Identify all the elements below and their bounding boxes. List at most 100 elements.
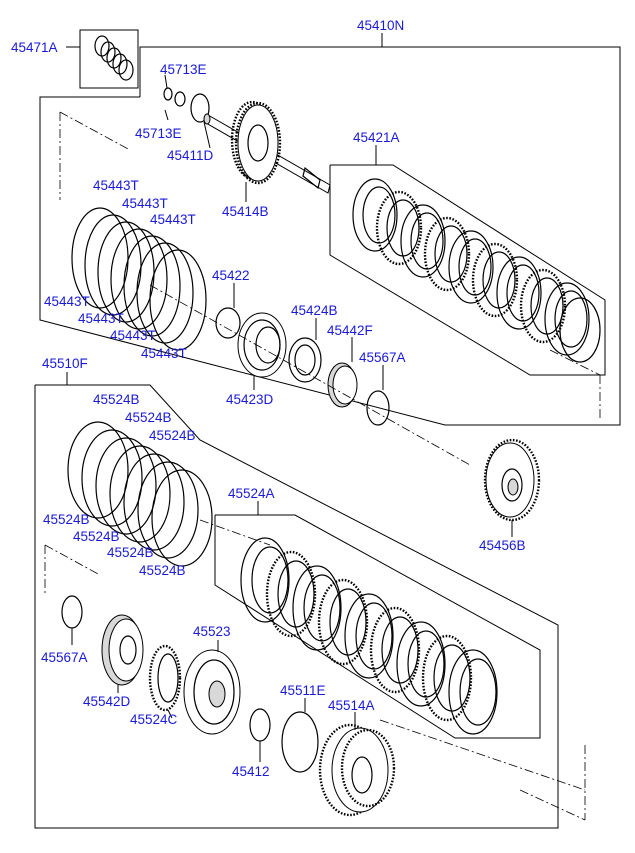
label-45424B[interactable]: 45424B bbox=[291, 303, 338, 318]
snap-ring bbox=[149, 249, 207, 351]
spring-retainer-45424B[interactable] bbox=[288, 318, 322, 383]
label-45524B-2[interactable]: 45524B bbox=[125, 410, 172, 425]
friction-disc bbox=[421, 634, 473, 722]
hub-45514A[interactable] bbox=[318, 712, 396, 817]
label-45524B-4[interactable]: 45524B bbox=[43, 512, 90, 527]
disc-inner-edge bbox=[355, 602, 393, 670]
clutch-pack-45421A[interactable] bbox=[329, 145, 606, 376]
steel-plate bbox=[292, 565, 342, 651]
friction-disc bbox=[471, 242, 519, 318]
disc-inner-edge bbox=[554, 290, 588, 348]
label-45542D[interactable]: 45542D bbox=[83, 694, 131, 709]
snap-ring bbox=[71, 207, 129, 309]
spring-45524C[interactable] bbox=[148, 644, 182, 719]
plate-45442F[interactable] bbox=[327, 337, 358, 408]
snap-ring bbox=[84, 214, 142, 316]
lower-assembly-frame bbox=[34, 372, 559, 829]
o-ring-45411D[interactable] bbox=[190, 93, 211, 149]
label-45443T-3[interactable]: 45443T bbox=[150, 212, 196, 227]
friction-disc bbox=[265, 550, 317, 638]
ring-45422[interactable] bbox=[215, 283, 241, 339]
friction-disc bbox=[317, 578, 369, 666]
label-45423D[interactable]: 45423D bbox=[226, 392, 274, 407]
label-45510F[interactable]: 45510F bbox=[42, 356, 88, 371]
steel-plate bbox=[344, 593, 394, 679]
steel-plate bbox=[544, 282, 590, 356]
label-45524B-6[interactable]: 45524B bbox=[107, 545, 154, 560]
snap-ring-45567A-top[interactable] bbox=[366, 365, 390, 426]
steel-plate bbox=[400, 204, 446, 278]
label-45456B[interactable]: 45456B bbox=[479, 538, 526, 553]
label-45523[interactable]: 45523 bbox=[193, 624, 231, 639]
steel-plate bbox=[352, 178, 398, 252]
label-45412[interactable]: 45412 bbox=[232, 764, 270, 779]
label-45511E[interactable]: 45511E bbox=[280, 683, 326, 698]
snap-ring bbox=[109, 445, 171, 543]
steel-plate bbox=[448, 230, 494, 304]
label-45443T-6[interactable]: 45443T bbox=[110, 328, 156, 343]
piston-45423D[interactable] bbox=[237, 312, 287, 390]
snap-ring-45567A-bottom[interactable] bbox=[61, 595, 83, 645]
label-45443T-2[interactable]: 45443T bbox=[122, 196, 168, 211]
disc-inner-edge bbox=[433, 644, 471, 712]
label-45524C[interactable]: 45524C bbox=[130, 712, 178, 727]
friction-disc bbox=[375, 190, 423, 266]
label-45414B[interactable]: 45414B bbox=[222, 204, 269, 219]
disc-inner-edge bbox=[303, 574, 341, 642]
disc-inner-edge bbox=[329, 588, 367, 656]
disc-inner-edge bbox=[381, 616, 419, 684]
snap-ring bbox=[67, 421, 129, 519]
label-45524B-5[interactable]: 45524B bbox=[73, 529, 120, 544]
snap-ring bbox=[151, 469, 213, 567]
label-45410N[interactable]: 45410N bbox=[357, 18, 404, 33]
snap-ring bbox=[97, 221, 155, 323]
label-45422[interactable]: 45422 bbox=[212, 268, 250, 283]
spring-pack-45471A[interactable] bbox=[66, 29, 139, 89]
label-45421A[interactable]: 45421A bbox=[353, 130, 400, 145]
snap-ring bbox=[123, 453, 185, 551]
label-45567A-bottom[interactable]: 45567A bbox=[41, 650, 88, 665]
label-45514A[interactable]: 45514A bbox=[328, 698, 375, 713]
steel-plate bbox=[496, 256, 542, 330]
snap-ring-45713E[interactable] bbox=[163, 74, 186, 121]
label-45524B-1[interactable]: 45524B bbox=[93, 392, 140, 407]
friction-disc bbox=[423, 216, 471, 292]
label-45443T-1[interactable]: 45443T bbox=[93, 178, 139, 193]
o-ring-45511E[interactable] bbox=[281, 698, 319, 773]
label-45713E-a[interactable]: 45713E bbox=[160, 62, 207, 77]
label-45411D[interactable]: 45411D bbox=[167, 148, 214, 163]
snap-ring bbox=[136, 242, 194, 344]
label-45442F[interactable]: 45442F bbox=[327, 323, 373, 338]
snap-ring-set-45524B[interactable] bbox=[67, 421, 213, 567]
snap-ring bbox=[123, 235, 181, 337]
label-45471A[interactable]: 45471A bbox=[11, 40, 58, 55]
label-45524B-7[interactable]: 45524B bbox=[139, 563, 186, 578]
disc-inner-edge bbox=[459, 658, 497, 726]
disc-inner-edge bbox=[277, 560, 315, 628]
plate-45542D[interactable] bbox=[101, 614, 144, 693]
label-45524B-3[interactable]: 45524B bbox=[149, 428, 196, 443]
snap-ring bbox=[81, 429, 143, 527]
drum-45456B[interactable] bbox=[483, 438, 541, 537]
friction-disc bbox=[519, 268, 567, 344]
label-45443T-4[interactable]: 45443T bbox=[44, 294, 90, 309]
label-45567A-top[interactable]: 45567A bbox=[359, 350, 406, 365]
label-45713E-b[interactable]: 45713E bbox=[135, 126, 182, 141]
snap-ring bbox=[110, 228, 168, 330]
disc-inner-edge bbox=[251, 546, 289, 614]
upper-assembly-frame bbox=[39, 33, 621, 426]
friction-disc bbox=[369, 606, 421, 694]
disc-inner-edge bbox=[407, 630, 445, 698]
piston-45523[interactable] bbox=[183, 640, 241, 735]
label-45524A[interactable]: 45524A bbox=[228, 486, 275, 501]
pressure-plate bbox=[559, 297, 601, 363]
clutch-pack-45524A[interactable] bbox=[214, 501, 541, 739]
shaft-hub-45414B[interactable] bbox=[203, 100, 331, 202]
label-45443T-5[interactable]: 45443T bbox=[78, 311, 124, 326]
snap-ring-set-45443T[interactable] bbox=[71, 207, 207, 351]
ring-45412[interactable] bbox=[249, 708, 271, 762]
part-number-labels: 45410N 45471A 45713E 45713E 45411D 45414… bbox=[11, 18, 526, 779]
label-45443T-7[interactable]: 45443T bbox=[141, 346, 187, 361]
